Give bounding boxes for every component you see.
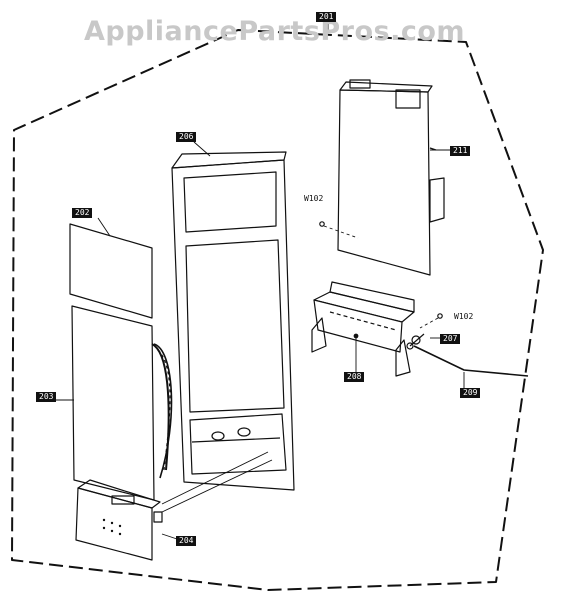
callout-208: 208 [344,372,365,382]
assembly-boundary [11,29,544,591]
part-204-door-button [75,479,163,561]
part-211-control-board [337,79,445,276]
callout-w102-a: W102 [304,194,324,203]
callout-211: 211 [450,146,471,156]
part-206-door-frame [171,151,295,491]
part-202-upper-panel [69,223,153,319]
part-209-lever-rod [413,345,529,377]
screw-w102-a [319,221,359,239]
callout-204: 204 [176,536,197,546]
callout-207: 207 [440,334,461,344]
callout-203: 203 [36,392,57,402]
callout-202: 202 [72,208,93,218]
part-208-latch-bracket [311,281,415,377]
callout-206: 206 [176,132,197,142]
part-207-latch-hook [406,333,425,350]
callout-209: 209 [460,388,481,398]
screw-w102-b [419,313,443,329]
callout-201: 201 [316,12,337,22]
callout-w102-b: W102 [454,312,474,321]
part-203-door-panel [71,305,173,501]
watermark-logo: AppliancePartsPros.com [84,16,466,47]
